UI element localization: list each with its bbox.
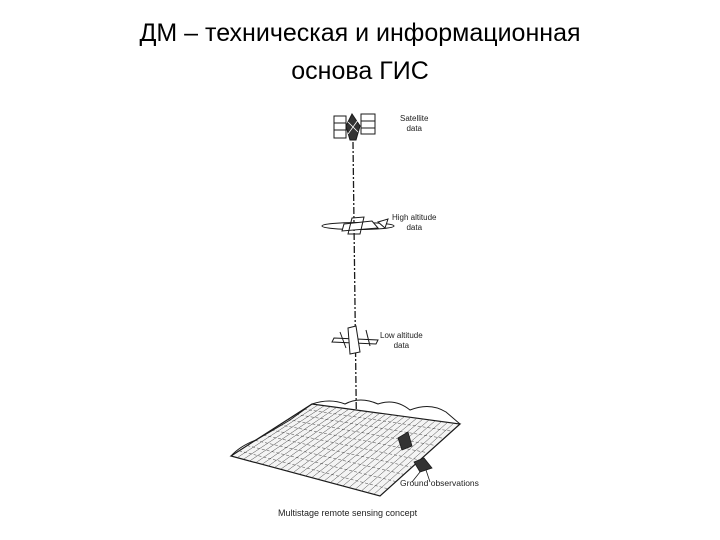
title-line-2: основа ГИС <box>291 57 429 85</box>
low-label-line-2: data <box>393 341 410 350</box>
diagram-caption: Multistage remote sensing concept <box>278 508 418 518</box>
low-label-line-1: Low altitude <box>380 331 423 340</box>
terrain-field-line <box>263 434 413 468</box>
terrain-field-line <box>295 414 445 439</box>
terrain-hatch-line <box>249 406 331 462</box>
high-label-line-1: High altitude <box>392 213 437 222</box>
terrain-hatch-line <box>292 412 374 473</box>
ground-plane <box>229 399 462 497</box>
high-label-line-2: data <box>406 223 423 232</box>
satellite-label-line-1: Satellite <box>400 114 429 123</box>
terrain-hatch-line <box>323 416 405 482</box>
terrain-hatch-line <box>348 419 430 488</box>
satellite-icon <box>333 113 376 141</box>
terrain-field-line <box>255 440 405 475</box>
terrain-field-line <box>271 429 421 461</box>
satellite-data-label: Satellite data <box>400 114 428 134</box>
title-line-1: ДМ – техническая и информационная <box>139 19 581 47</box>
terrain-hatch-line <box>299 412 380 475</box>
slide-title: ДМ – техническая и информационная основа… <box>60 14 660 90</box>
high-altitude-data-label: High altitude data <box>392 213 436 233</box>
high-altitude-aircraft-icon <box>321 216 395 235</box>
terrain-field-line <box>247 445 397 482</box>
terrain-field-line <box>287 419 437 446</box>
terrain-hatch-line <box>317 415 399 480</box>
low-altitude-aircraft-icon <box>331 325 379 355</box>
terrain-field-line <box>239 450 389 490</box>
terrain-hatch-line <box>274 409 356 468</box>
low-altitude-data-label: Low altitude data <box>380 331 423 351</box>
terrain-hatch-line <box>367 422 448 493</box>
terrain-hatch-line <box>342 418 424 487</box>
ground-observations-label: Ground observations <box>400 478 479 488</box>
satellite-label-line-2: data <box>406 124 423 133</box>
ground-observer-icon <box>397 431 433 483</box>
